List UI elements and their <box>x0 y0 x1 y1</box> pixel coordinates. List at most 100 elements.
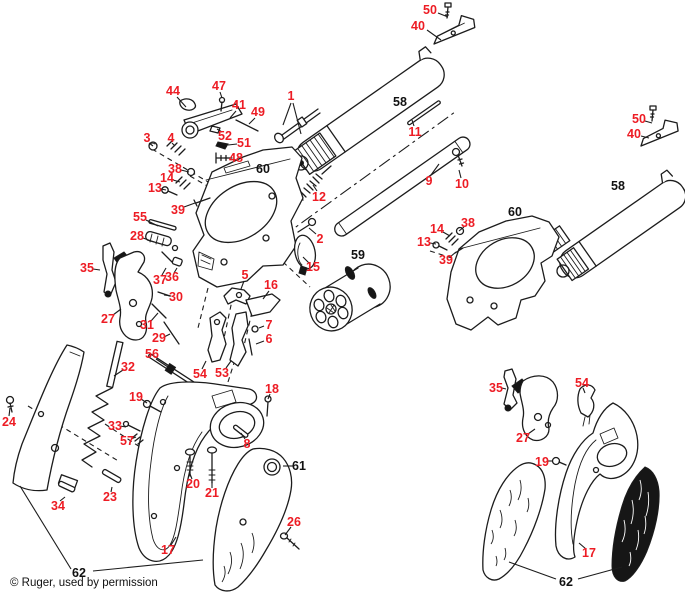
leader-line-2 <box>308 227 317 235</box>
callout-38: 38 <box>168 162 182 176</box>
callout-58: 58 <box>611 179 625 193</box>
callout-19: 19 <box>129 390 143 404</box>
callout-40: 40 <box>411 19 425 33</box>
part-hammer-27-right <box>511 375 559 442</box>
callout-5: 5 <box>242 268 249 282</box>
leader-line-39 <box>183 202 196 208</box>
leader-line-30 <box>163 294 172 297</box>
leader-line-53 <box>225 360 232 369</box>
leader-line-39 <box>449 251 457 258</box>
part-trigger-spring-54-right <box>577 384 596 427</box>
callout-29: 29 <box>152 331 166 345</box>
part-rear-sight-main <box>433 2 476 45</box>
part-plunger-6 <box>248 338 253 356</box>
part-hand-lever-35 <box>102 242 117 298</box>
part-sight-screw-50-right <box>649 105 657 122</box>
callout-19: 19 <box>535 455 549 469</box>
callout-4: 4 <box>168 131 175 145</box>
leader-line-14 <box>172 179 181 183</box>
callout-26: 26 <box>287 515 301 529</box>
leader-line-52 <box>216 128 223 133</box>
grip-medallion <box>263 458 281 476</box>
callout-31: 31 <box>140 318 154 332</box>
leader-line-14 <box>442 231 451 237</box>
callout-40: 40 <box>627 127 641 141</box>
part-rear-sight-right <box>640 105 679 147</box>
callout-56: 56 <box>145 347 159 361</box>
leader-line-11 <box>411 119 415 127</box>
callout-12: 12 <box>312 190 326 204</box>
leader-line-54 <box>201 360 207 370</box>
part-grip-panel-dark-right-group <box>611 466 660 582</box>
leader-line-15 <box>302 256 310 264</box>
part-pin-23 <box>101 468 122 484</box>
part-pin-29 <box>163 321 180 345</box>
part-pin-8 <box>232 424 249 438</box>
leader-line-13 <box>160 188 167 191</box>
callout-35: 35 <box>80 261 94 275</box>
leader-line-27 <box>112 308 122 316</box>
part-base-pin-latch-28 <box>145 230 179 252</box>
leader-line-24 <box>8 407 11 417</box>
leader-line-20 <box>189 473 193 480</box>
callout-13: 13 <box>148 181 162 195</box>
part-sight-piece-51 <box>215 141 229 150</box>
leader-line-49 <box>248 117 256 125</box>
part-base-pin-55 <box>148 219 177 231</box>
callout-10: 10 <box>455 177 469 191</box>
leader-line-18 <box>267 393 271 400</box>
callout-62: 62 <box>72 566 86 580</box>
callout-48: 48 <box>229 151 243 165</box>
callout-55: 55 <box>133 210 147 224</box>
leader-line-38 <box>458 226 465 232</box>
callout-14: 14 <box>430 222 444 236</box>
leader-line-5 <box>240 280 245 290</box>
leader-line-37 <box>161 267 167 276</box>
part-grip-frame-right <box>554 402 639 560</box>
leader-line-1 <box>292 102 302 135</box>
leader-line-12 <box>312 184 318 192</box>
part-cylinder <box>309 263 391 332</box>
callout-14: 14 <box>160 171 174 185</box>
leader-line-54 <box>582 387 586 394</box>
leader-line-1 <box>282 102 292 126</box>
leader-line-41 <box>229 110 237 119</box>
callout-13: 13 <box>417 235 431 249</box>
leader-line-17 <box>578 542 587 550</box>
part-barrel-main <box>292 46 445 175</box>
callout-34: 34 <box>51 499 65 513</box>
part-grip-panel-left <box>12 344 85 492</box>
leader-line-50 <box>644 120 653 124</box>
part-grip-panel-right <box>212 447 293 592</box>
callout-20: 20 <box>186 477 200 491</box>
callout-27: 27 <box>101 312 115 326</box>
callout-15: 15 <box>306 260 320 274</box>
callout-8: 8 <box>244 437 251 451</box>
callout-17: 17 <box>161 543 175 557</box>
callout-54: 54 <box>575 376 589 390</box>
callout-32: 32 <box>121 360 135 374</box>
callout-58: 58 <box>393 95 407 109</box>
part-hammer-27 <box>113 250 154 341</box>
part-screw-21 <box>206 446 218 484</box>
part-spring-4 <box>166 139 186 156</box>
leader-line-50 <box>437 12 449 18</box>
callout-2: 2 <box>317 232 324 246</box>
leader-line-31 <box>150 312 159 322</box>
leader-line-51 <box>227 143 238 146</box>
leader-line-6 <box>255 340 265 345</box>
leader-line-33 <box>119 425 127 428</box>
part-sight-pin-49 <box>235 119 259 132</box>
part-trigger-53 <box>229 311 249 367</box>
leader-line-19 <box>140 398 148 404</box>
part-grip-screw-26 <box>279 532 300 550</box>
leader-line-62 <box>19 485 72 570</box>
part-pawl-54 <box>207 311 227 363</box>
callout-49: 49 <box>251 105 265 119</box>
leader-line-7 <box>258 325 265 329</box>
part-spring-14 <box>175 176 191 190</box>
callout-41: 41 <box>232 98 246 112</box>
leader-line-62 <box>577 566 623 580</box>
callout-54: 54 <box>193 367 207 381</box>
leader-line-28 <box>142 237 155 243</box>
